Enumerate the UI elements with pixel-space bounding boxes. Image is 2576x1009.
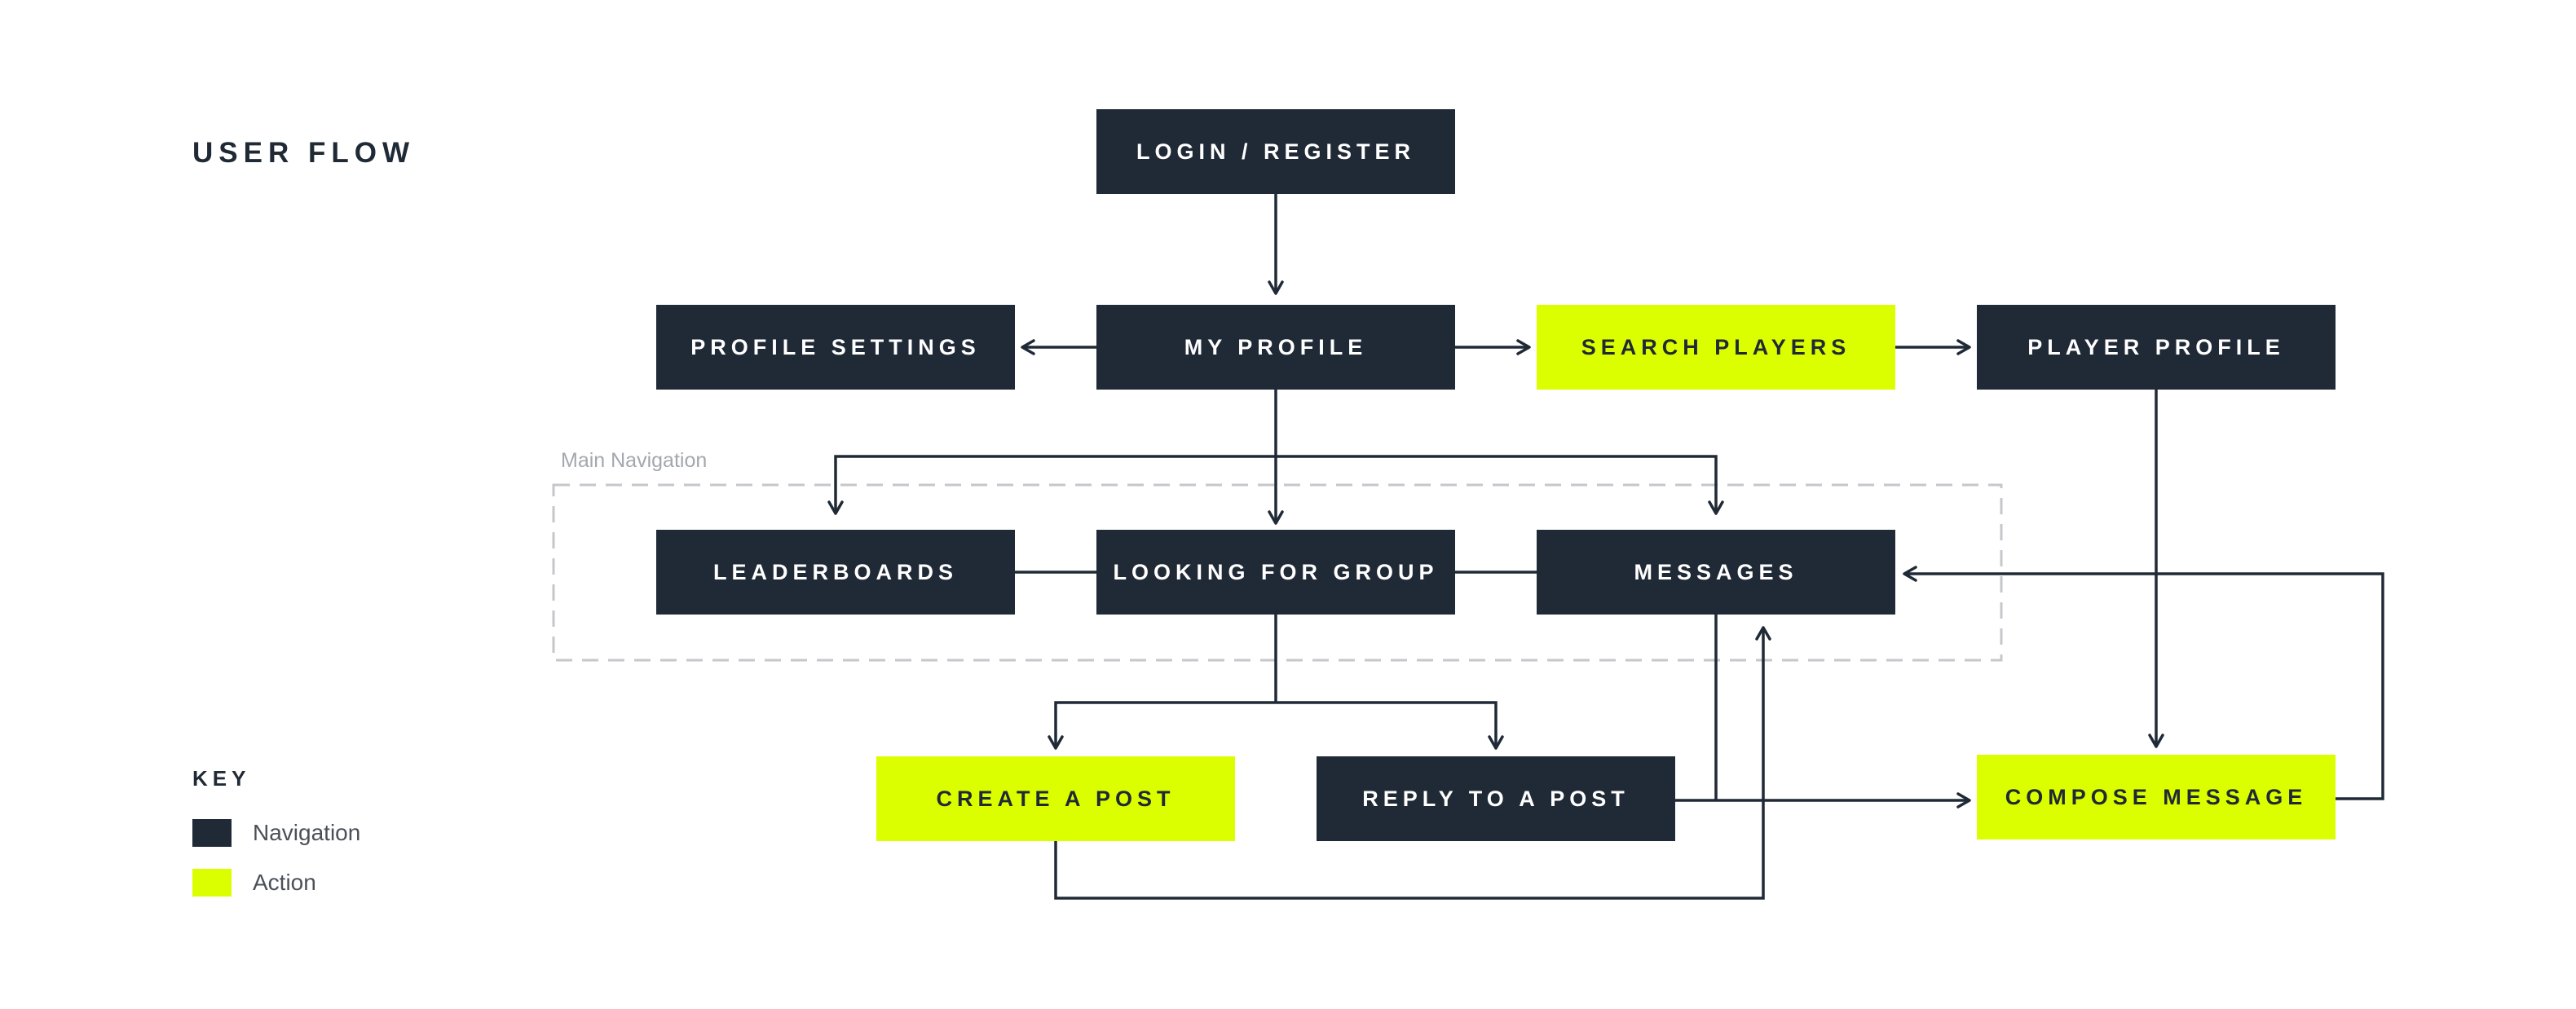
key-title: KEY bbox=[192, 766, 251, 791]
key-label-navigation: Navigation bbox=[253, 820, 361, 845]
edge-my-profile-to-messages bbox=[1276, 455, 1724, 515]
node-looking-for-group[interactable]: LOOKING FOR GROUP bbox=[1096, 530, 1455, 615]
key-item-action: Action bbox=[192, 869, 316, 897]
node-player-profile[interactable]: PLAYER PROFILE bbox=[1977, 305, 2336, 390]
edge-compose-message-to-messages bbox=[1903, 566, 2384, 800]
node-messages[interactable]: MESSAGES bbox=[1537, 530, 1895, 615]
edge-looking-for-group-to-create-post bbox=[1048, 701, 1276, 750]
action-swatch bbox=[192, 869, 232, 897]
node-my-profile[interactable]: MY PROFILE bbox=[1096, 305, 1455, 390]
edge-looking-for-group-to-reply-post bbox=[1276, 701, 1504, 750]
node-leaderboards[interactable]: LEADERBOARDS bbox=[656, 530, 1015, 615]
edge-create-post-to-messages bbox=[1054, 626, 1771, 900]
node-compose-message[interactable]: COMPOSE MESSAGE bbox=[1977, 755, 2336, 839]
node-login-register[interactable]: LOGIN / REGISTER bbox=[1096, 109, 1455, 194]
diagram-title: USER FLOW bbox=[192, 137, 415, 169]
node-create-a-post[interactable]: CREATE A POST bbox=[876, 756, 1235, 841]
key-item-navigation: Navigation bbox=[192, 819, 360, 847]
edge-my-profile-to-leaderboards bbox=[827, 455, 1276, 515]
navigation-swatch bbox=[192, 819, 232, 847]
key-label-action: Action bbox=[253, 870, 316, 895]
main-navigation-group-border bbox=[552, 483, 2003, 662]
node-reply-to-a-post[interactable]: REPLY TO A POST bbox=[1317, 756, 1675, 841]
node-search-players[interactable]: SEARCH PLAYERS bbox=[1537, 305, 1895, 390]
node-profile-settings[interactable]: PROFILE SETTINGS bbox=[656, 305, 1015, 390]
main-navigation-label: Main Navigation bbox=[561, 449, 708, 472]
